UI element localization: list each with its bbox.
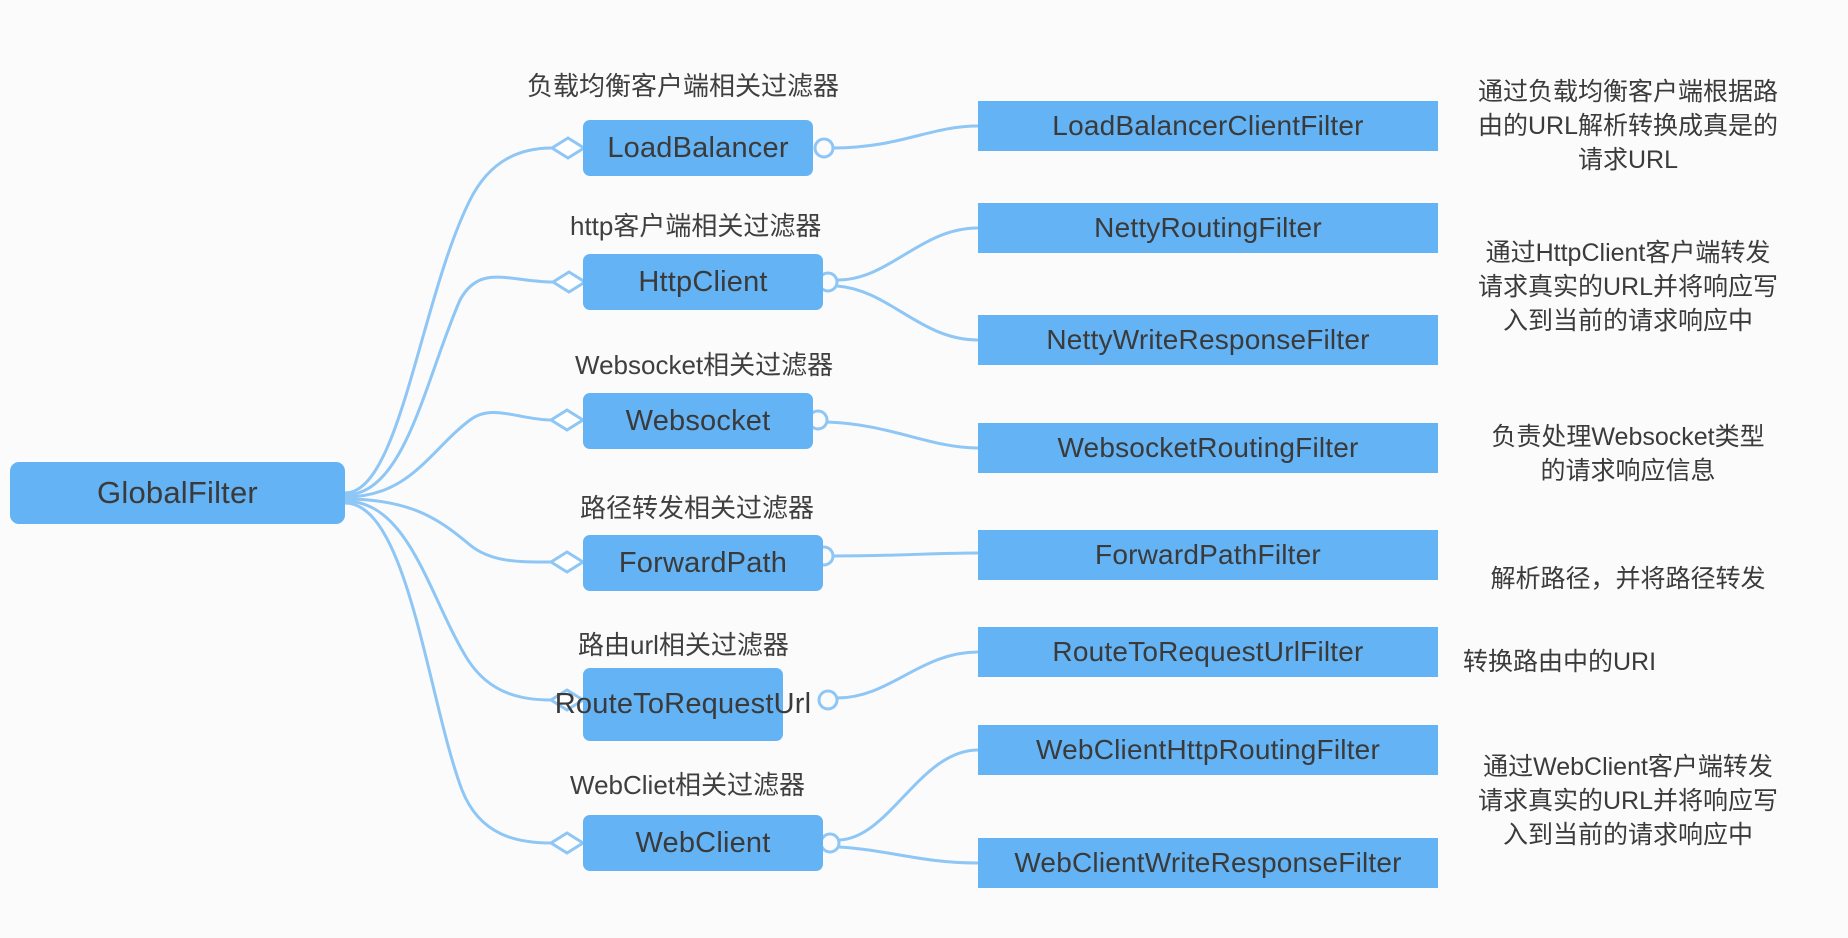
node-branch-loadbalancer[interactable]: LoadBalancer	[583, 120, 813, 176]
edge-root-loadbalancer	[344, 146, 553, 495]
edge-root-forwardpath	[344, 497, 552, 564]
edge-root-webclient	[344, 501, 552, 845]
node-leaf-label: WebClientHttpRoutingFilter	[1036, 734, 1380, 766]
caption-loadbalancer: 负载均衡客户端相关过滤器	[527, 71, 840, 101]
node-root-globalfilter[interactable]: GlobalFilter	[10, 462, 345, 524]
node-branch-label: WebClient	[635, 826, 771, 859]
node-leaf-label: NettyWriteResponseFilter	[1046, 324, 1370, 356]
node-branch-label: Websocket	[625, 404, 771, 437]
edge-routetorequesturl-leaf1	[836, 650, 979, 700]
node-branch-forwardpath[interactable]: ForwardPath	[583, 535, 823, 591]
caption-forwardpath: 路径转发相关过滤器	[580, 493, 815, 523]
edge-websocket-leaf1	[826, 420, 979, 450]
edge-webclient-leaf1	[838, 748, 979, 842]
caption-routetorequesturl: 路由url相关过滤器	[578, 630, 789, 660]
description-forwardpath: 解析路径，并将路径转发	[1490, 565, 1766, 593]
description-webclient: 通过WebClient客户端转发 请求真实的URL并将响应写 入到当前的请求响应…	[1477, 753, 1778, 849]
node-leaf-label: NettyRoutingFilter	[1094, 212, 1322, 244]
caption-httpclient: http客户端相关过滤器	[570, 211, 822, 241]
caption-websocket: Websocket相关过滤器	[575, 350, 834, 380]
node-leaf-forwardpathfilter[interactable]: ForwardPathFilter	[978, 530, 1438, 580]
node-leaf-label: ForwardPathFilter	[1095, 539, 1321, 571]
node-leaf-routetorequesturlfilter[interactable]: RouteToRequestUrlFilter	[978, 627, 1438, 677]
node-branch-label: ForwardPath	[618, 546, 788, 579]
diamond-websocket	[548, 408, 586, 432]
node-branch-websocket[interactable]: Websocket	[583, 393, 813, 449]
description-websocket: 负责处理Websocket类型 的请求响应信息	[1491, 423, 1765, 485]
node-branch-label: LoadBalancer	[607, 131, 789, 164]
edge-httpclient-leaf1	[836, 226, 979, 282]
diamond-forwardpath	[548, 550, 586, 574]
edge-root-routetorequesturl	[344, 499, 552, 702]
edge-httpclient-leaf2	[836, 284, 979, 342]
edge-root-websocket	[344, 411, 552, 499]
node-leaf-nettywriteresponsefilter[interactable]: NettyWriteResponseFilter	[978, 315, 1438, 365]
node-branch-label: RouteToRequestUrl	[554, 688, 812, 721]
description-routetorequesturl: 转换路由中的URI	[1463, 648, 1657, 676]
node-branch-routetorequesturl[interactable]: RouteToRequestUrl	[555, 668, 811, 741]
description-httpclient: 通过HttpClient客户端转发 请求真实的URL并将响应写 入到当前的请求响…	[1477, 239, 1778, 335]
diamond-loadbalancer	[549, 136, 587, 160]
node-leaf-loadbalancerclientfilter[interactable]: LoadBalancerClientFilter	[978, 101, 1438, 151]
node-leaf-webclienthttproutingfilter[interactable]: WebClientHttpRoutingFilter	[978, 725, 1438, 775]
edge-webclient-leaf2	[838, 845, 979, 865]
edge-forwardpath-leaf1	[832, 551, 979, 558]
node-leaf-label: WebsocketRoutingFilter	[1057, 432, 1359, 464]
edge-root-httpclient	[344, 275, 554, 497]
diamond-webclient	[548, 831, 586, 855]
diamond-httpclient	[550, 270, 588, 294]
node-root-label: GlobalFilter	[97, 474, 258, 510]
node-branch-label: HttpClient	[638, 265, 768, 298]
hub-webclient	[819, 832, 841, 854]
node-branch-webclient[interactable]: WebClient	[583, 815, 823, 871]
hub-routetorequesturl	[817, 689, 839, 711]
node-leaf-websocketroutingfilter[interactable]: WebsocketRoutingFilter	[978, 423, 1438, 473]
node-leaf-webclientwriteresponsefilter[interactable]: WebClientWriteResponseFilter	[978, 838, 1438, 888]
node-leaf-nettyroutingfilter[interactable]: NettyRoutingFilter	[978, 203, 1438, 253]
description-loadbalancer: 通过负载均衡客户端根据路 由的URL解析转换成真是的 请求URL	[1477, 78, 1778, 174]
hub-loadbalancer	[813, 137, 835, 159]
node-branch-httpclient[interactable]: HttpClient	[583, 254, 823, 310]
node-leaf-label: LoadBalancerClientFilter	[1052, 110, 1364, 142]
caption-webclient: WebCliet相关过滤器	[570, 770, 806, 800]
edge-loadbalancer-leaf1	[832, 124, 979, 150]
node-leaf-label: WebClientWriteResponseFilter	[1014, 847, 1402, 879]
node-leaf-label: RouteToRequestUrlFilter	[1052, 636, 1364, 668]
